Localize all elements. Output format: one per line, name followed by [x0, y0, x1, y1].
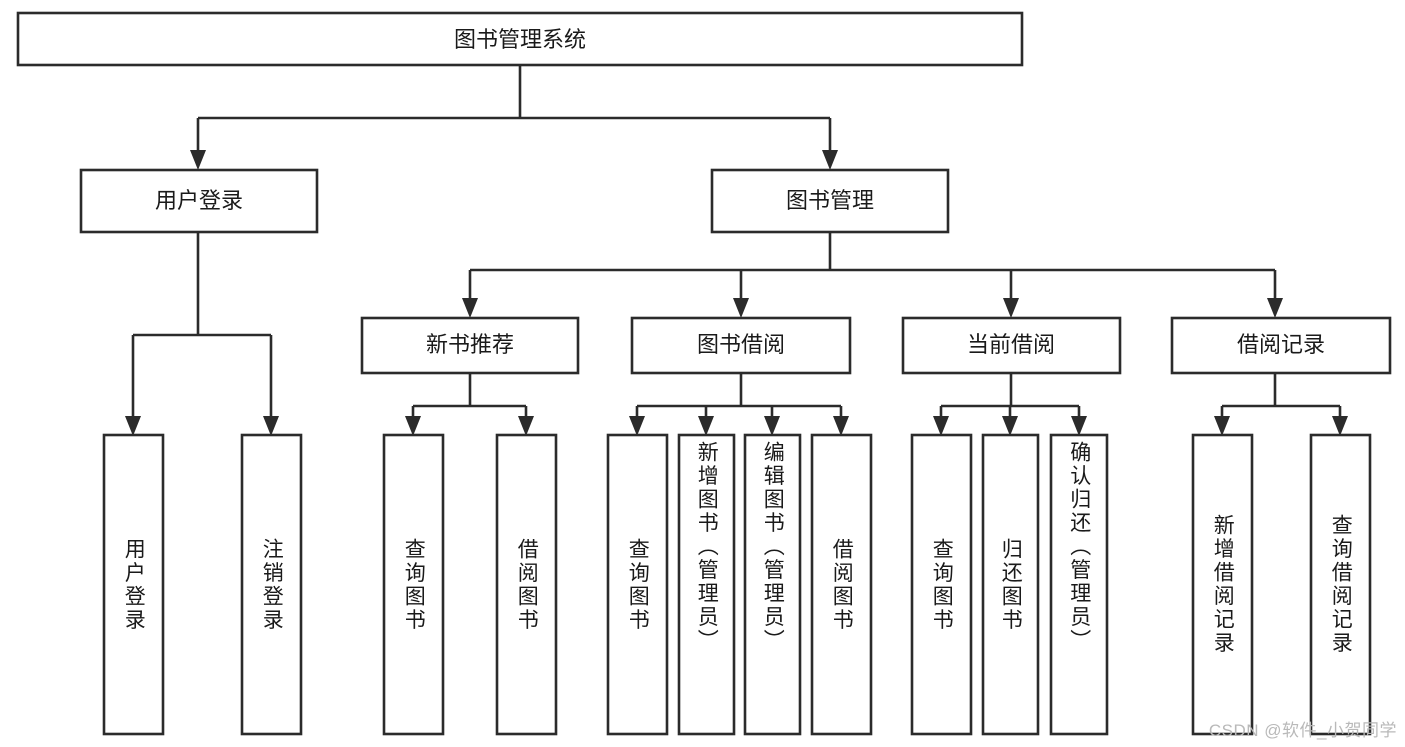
node-box-leaf-user-login[interactable] — [102, 433, 165, 736]
node-box-leaf-query-record[interactable] — [1309, 433, 1372, 736]
connector-group-root — [190, 65, 838, 170]
node-box-leaf-return-book[interactable] — [981, 433, 1040, 736]
connector-group-borrow-record — [1214, 373, 1348, 436]
connector-group-book-borrow — [629, 373, 849, 436]
node-box-user-login[interactable] — [79, 168, 319, 234]
connector-group-current-borrow — [933, 373, 1087, 436]
arrow-head-leaf-add-record — [1214, 416, 1230, 436]
connector-group-new-book-recommend — [405, 373, 534, 436]
arrow-head-leaf-query-book-1 — [405, 416, 421, 436]
node-box-leaf-add-book[interactable] — [677, 433, 736, 736]
arrow-head-leaf-return-book — [1002, 416, 1018, 436]
node-label-book-management: 图书管理 — [786, 188, 874, 213]
node-label-root: 图书管理系统 — [454, 27, 586, 52]
node-box-book-management[interactable] — [710, 168, 950, 234]
node-label-new-book-recommend: 新书推荐 — [426, 332, 514, 357]
arrow-head-leaf-borrow-book-1 — [518, 416, 534, 436]
arrow-head-book-borrow — [733, 298, 749, 318]
node-box-leaf-query-book-2[interactable] — [606, 433, 669, 736]
arrow-head-borrow-record — [1267, 298, 1283, 318]
node-box-leaf-edit-book[interactable] — [743, 433, 802, 736]
arrow-head-leaf-edit-book — [764, 416, 780, 436]
arrow-head-current-borrow — [1003, 298, 1019, 318]
node-label-borrow-record: 借阅记录 — [1237, 332, 1325, 357]
node-box-current-borrow[interactable] — [901, 316, 1122, 375]
node-label-book-borrow: 图书借阅 — [697, 332, 785, 357]
node-box-borrow-record[interactable] — [1170, 316, 1392, 375]
arrow-head-user-login — [190, 150, 206, 170]
node-box-leaf-borrow-book-2[interactable] — [810, 433, 873, 736]
arrow-head-leaf-add-book — [698, 416, 714, 436]
arrow-head-book-management — [822, 150, 838, 170]
connector-group-user-login — [125, 232, 279, 436]
node-box-leaf-confirm-return[interactable] — [1049, 433, 1109, 736]
connector-group-book-management — [462, 232, 1283, 318]
arrow-head-new-book-recommend — [462, 298, 478, 318]
node-box-new-book-recommend[interactable] — [360, 316, 580, 375]
node-label-user-login: 用户登录 — [155, 188, 243, 213]
arrow-head-leaf-logout-login — [263, 416, 279, 436]
arrow-head-leaf-user-login — [125, 416, 141, 436]
arrow-head-leaf-query-book-2 — [629, 416, 645, 436]
arrow-head-leaf-query-record — [1332, 416, 1348, 436]
node-box-root[interactable] — [16, 11, 1024, 67]
arrow-head-leaf-confirm-return — [1071, 416, 1087, 436]
arrow-head-leaf-borrow-book-2 — [833, 416, 849, 436]
node-label-current-borrow: 当前借阅 — [967, 332, 1055, 357]
node-box-leaf-query-book-3[interactable] — [910, 433, 973, 736]
node-box-leaf-logout-login[interactable] — [240, 433, 303, 736]
node-box-book-borrow[interactable] — [630, 316, 852, 375]
arrow-head-leaf-query-book-3 — [933, 416, 949, 436]
watermark-text: CSDN @软件_小贺同学 — [1208, 721, 1397, 740]
node-box-leaf-add-record[interactable] — [1191, 433, 1254, 736]
node-box-leaf-borrow-book-1[interactable] — [495, 433, 558, 736]
node-box-leaf-query-book-1[interactable] — [382, 433, 445, 736]
